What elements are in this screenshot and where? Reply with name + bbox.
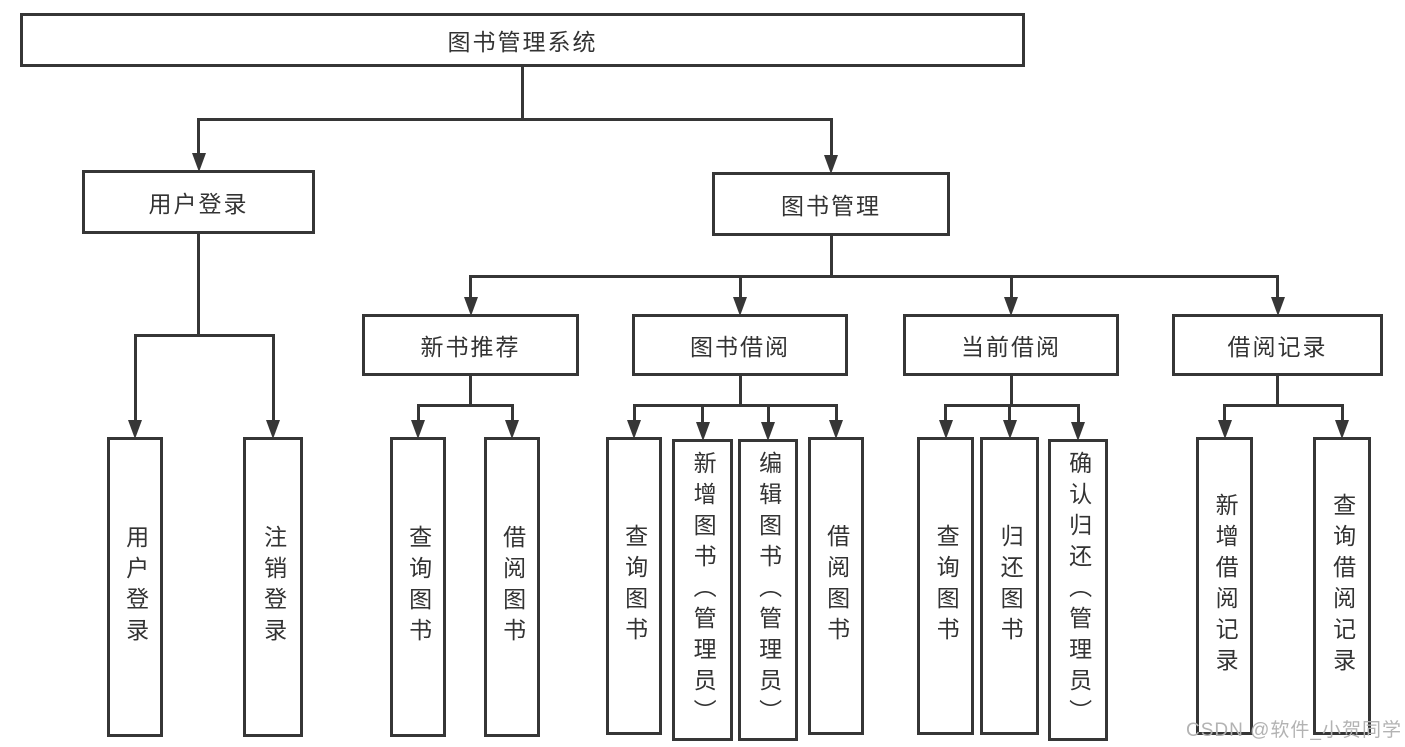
node-nbr-query: 查询图书 xyxy=(390,437,446,737)
node-label: 用户登录 xyxy=(148,191,249,217)
connector-line xyxy=(416,403,514,407)
arrow-down-icon xyxy=(505,420,519,439)
connector-line xyxy=(829,119,833,160)
connector-line xyxy=(632,403,838,407)
node-label: 查询借阅记录 xyxy=(1329,493,1356,679)
connector-line xyxy=(1276,374,1279,405)
connector-line xyxy=(1009,276,1013,302)
node-current-borrow: 当前借阅 xyxy=(903,314,1119,376)
node-label: 确认归还（管理员） xyxy=(1065,450,1092,730)
node-new-book-recommend: 新书推荐 xyxy=(362,314,579,376)
connector-line xyxy=(271,335,275,425)
node-bb-query: 查询图书 xyxy=(606,437,662,735)
connector-line xyxy=(829,234,833,276)
node-bb-add: 新增图书（管理员） xyxy=(672,439,733,741)
arrow-down-icon xyxy=(938,420,953,439)
connector-line xyxy=(469,274,1279,278)
connector-line xyxy=(1009,374,1013,405)
arrow-down-icon xyxy=(733,297,747,316)
node-label: 注销登录 xyxy=(260,525,287,649)
arrow-down-icon xyxy=(695,422,710,441)
node-label: 借阅图书 xyxy=(823,524,850,648)
node-label: 新增借阅记录 xyxy=(1212,493,1239,679)
node-logout: 注销登录 xyxy=(243,437,303,737)
arrow-down-icon xyxy=(191,153,206,172)
connector-line xyxy=(133,335,137,425)
connector-line xyxy=(1223,405,1226,425)
node-label: 查询图书 xyxy=(621,524,648,648)
node-br-query: 查询借阅记录 xyxy=(1313,437,1371,735)
arrow-down-icon xyxy=(1335,420,1349,439)
connector-line xyxy=(834,405,838,425)
node-user-login: 用户登录 xyxy=(82,170,315,234)
arrow-down-icon xyxy=(1004,297,1018,316)
node-label: 编辑图书（管理员） xyxy=(755,450,782,730)
node-label: 用户登录 xyxy=(122,525,149,649)
node-label: 借阅记录 xyxy=(1227,334,1328,360)
arrow-down-icon xyxy=(627,420,641,439)
arrow-down-icon xyxy=(829,420,843,439)
arrow-down-icon xyxy=(1071,422,1085,441)
node-label: 图书借阅 xyxy=(690,334,790,360)
node-cb-query: 查询图书 xyxy=(917,437,974,735)
connector-line xyxy=(1223,403,1344,407)
node-label: 当前借阅 xyxy=(961,334,1061,360)
node-label: 图书管理系统 xyxy=(447,29,598,55)
node-nbr-borrow: 借阅图书 xyxy=(484,437,540,737)
node-login-user: 用户登录 xyxy=(107,437,163,737)
node-book-borrow: 图书借阅 xyxy=(632,314,848,376)
arrow-down-icon xyxy=(1002,420,1017,439)
node-cb-confirm: 确认归还（管理员） xyxy=(1048,439,1108,741)
connector-line xyxy=(738,374,742,405)
connector-line xyxy=(197,117,833,121)
node-label: 新书推荐 xyxy=(420,334,521,360)
connector-line xyxy=(1076,405,1080,427)
arrow-down-icon xyxy=(761,422,775,441)
connector-line xyxy=(197,232,200,335)
node-bb-edit: 编辑图书（管理员） xyxy=(738,439,798,741)
node-label: 图书管理 xyxy=(781,193,881,219)
arrow-down-icon xyxy=(463,297,478,316)
node-book-mgmt: 图书管理 xyxy=(712,172,950,236)
connector-line xyxy=(469,276,472,302)
arrow-down-icon xyxy=(1217,420,1232,439)
node-label: 新增图书（管理员） xyxy=(690,450,717,730)
connector-line xyxy=(133,333,275,337)
arrow-down-icon xyxy=(411,420,425,439)
connector-line xyxy=(701,405,704,427)
connector-line xyxy=(1276,276,1279,302)
node-label: 查询图书 xyxy=(933,524,960,648)
arrow-down-icon xyxy=(1270,297,1285,316)
connector-line xyxy=(469,374,472,405)
connector-line xyxy=(766,405,770,427)
node-label: 查询图书 xyxy=(405,525,432,649)
connector-line xyxy=(944,405,947,425)
connector-line xyxy=(521,65,524,119)
connector-line xyxy=(944,403,1080,407)
node-cb-return: 归还图书 xyxy=(980,437,1039,735)
connector-line xyxy=(416,405,420,425)
connector-line xyxy=(197,119,200,158)
connector-line xyxy=(1008,405,1011,425)
arrow-down-icon xyxy=(824,155,838,174)
connector-line xyxy=(738,276,742,302)
connector-line xyxy=(510,405,514,425)
watermark: CSDN @软件_小贺同学 xyxy=(1186,720,1402,741)
node-label: 归还图书 xyxy=(997,524,1024,648)
arrow-down-icon xyxy=(128,420,142,439)
node-br-add: 新增借阅记录 xyxy=(1196,437,1253,735)
node-bb-borrow: 借阅图书 xyxy=(808,437,864,735)
arrow-down-icon xyxy=(266,420,280,439)
node-label: 借阅图书 xyxy=(499,525,526,649)
node-borrow-records: 借阅记录 xyxy=(1172,314,1383,376)
node-root: 图书管理系统 xyxy=(20,13,1025,67)
connector-line xyxy=(632,405,636,425)
connector-line xyxy=(1340,405,1344,425)
